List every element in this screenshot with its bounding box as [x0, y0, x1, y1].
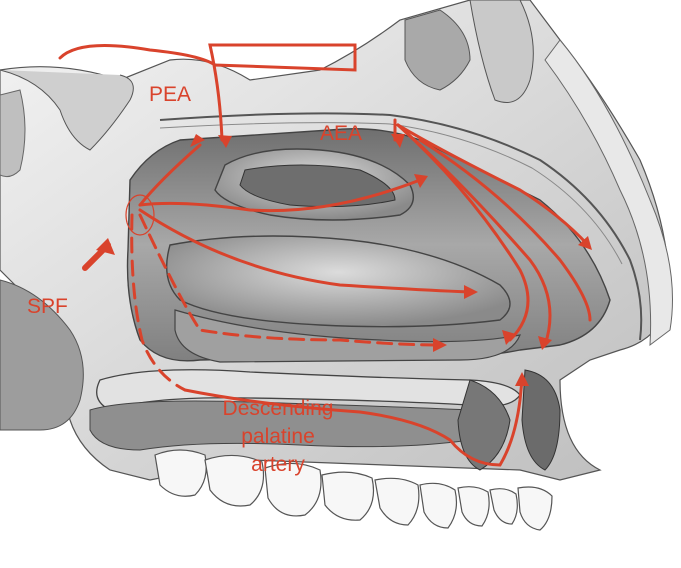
label-pea: PEA — [149, 84, 191, 105]
label-spf-text: SPF — [27, 295, 68, 318]
label-dpa-line-3: artery — [208, 451, 348, 479]
label-descending-palatine-artery: Descending palatine artery — [208, 395, 348, 479]
label-dpa-line-1: Descending — [208, 395, 348, 423]
label-aea-text: AEA — [320, 122, 362, 145]
label-spf: SPF — [27, 296, 68, 317]
label-aea: AEA — [320, 123, 362, 144]
label-pea-text: PEA — [149, 83, 191, 106]
label-dpa-line-2: palatine — [208, 423, 348, 451]
